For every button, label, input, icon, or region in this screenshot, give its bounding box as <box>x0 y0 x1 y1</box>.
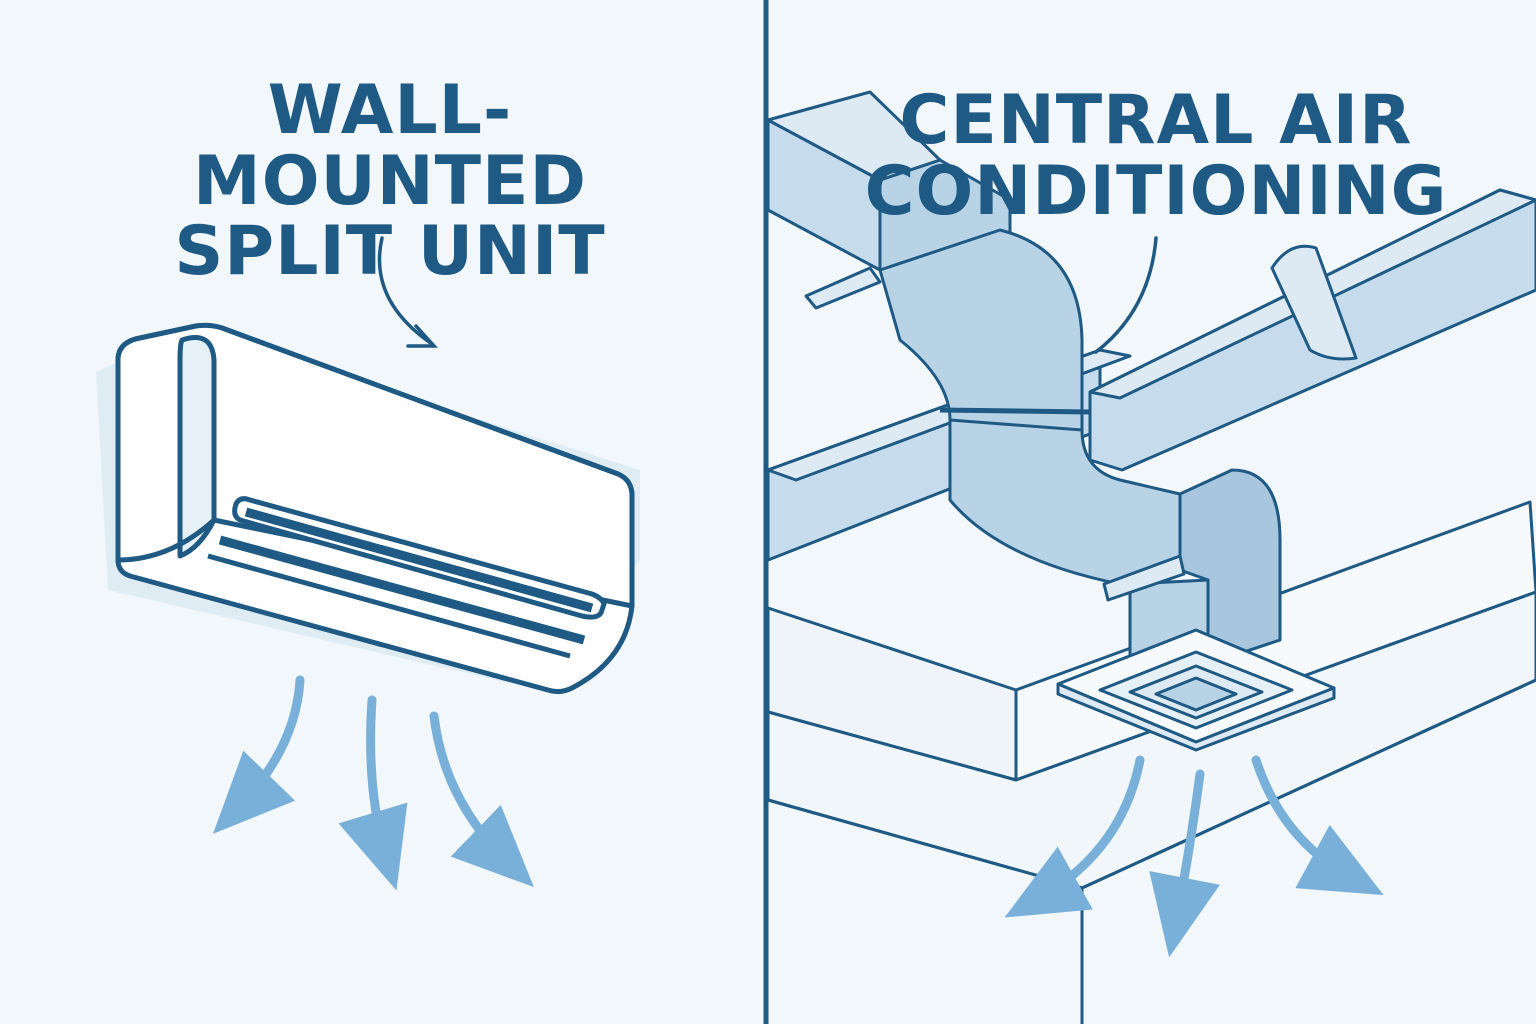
pointer-arrow-icon <box>1094 236 1158 354</box>
ceiling-vent-icon <box>1056 628 1336 752</box>
pointer-arrow-icon <box>377 236 438 348</box>
left-panel-title: WALL-MOUNTED SPLIT UNIT <box>80 71 700 292</box>
airflow-arrow-icon <box>338 695 408 891</box>
left-panel <box>96 236 640 891</box>
right-title-line1: CENTRAL AIR <box>899 81 1413 160</box>
left-title-line1: WALL-MOUNTED <box>193 71 587 221</box>
right-title-line2: CONDITIONING <box>864 151 1448 231</box>
airflow-arrow-icon <box>212 675 305 834</box>
airflow-arrow-icon <box>1149 769 1220 958</box>
airflow-arrow-icon <box>1004 755 1145 918</box>
wall-split-unit-icon <box>115 322 635 695</box>
airflow-arrow-icon <box>1251 755 1384 896</box>
left-title-line2: SPLIT UNIT <box>174 212 606 292</box>
ductwork-icon <box>766 90 1536 692</box>
right-panel <box>766 90 1536 1024</box>
airflow-arrow-icon <box>429 711 534 888</box>
airflow-arrows-right <box>1004 755 1384 958</box>
right-panel-title: CENTRAL AIR CONDITIONING <box>856 81 1456 231</box>
airflow-arrows-left <box>212 675 534 891</box>
